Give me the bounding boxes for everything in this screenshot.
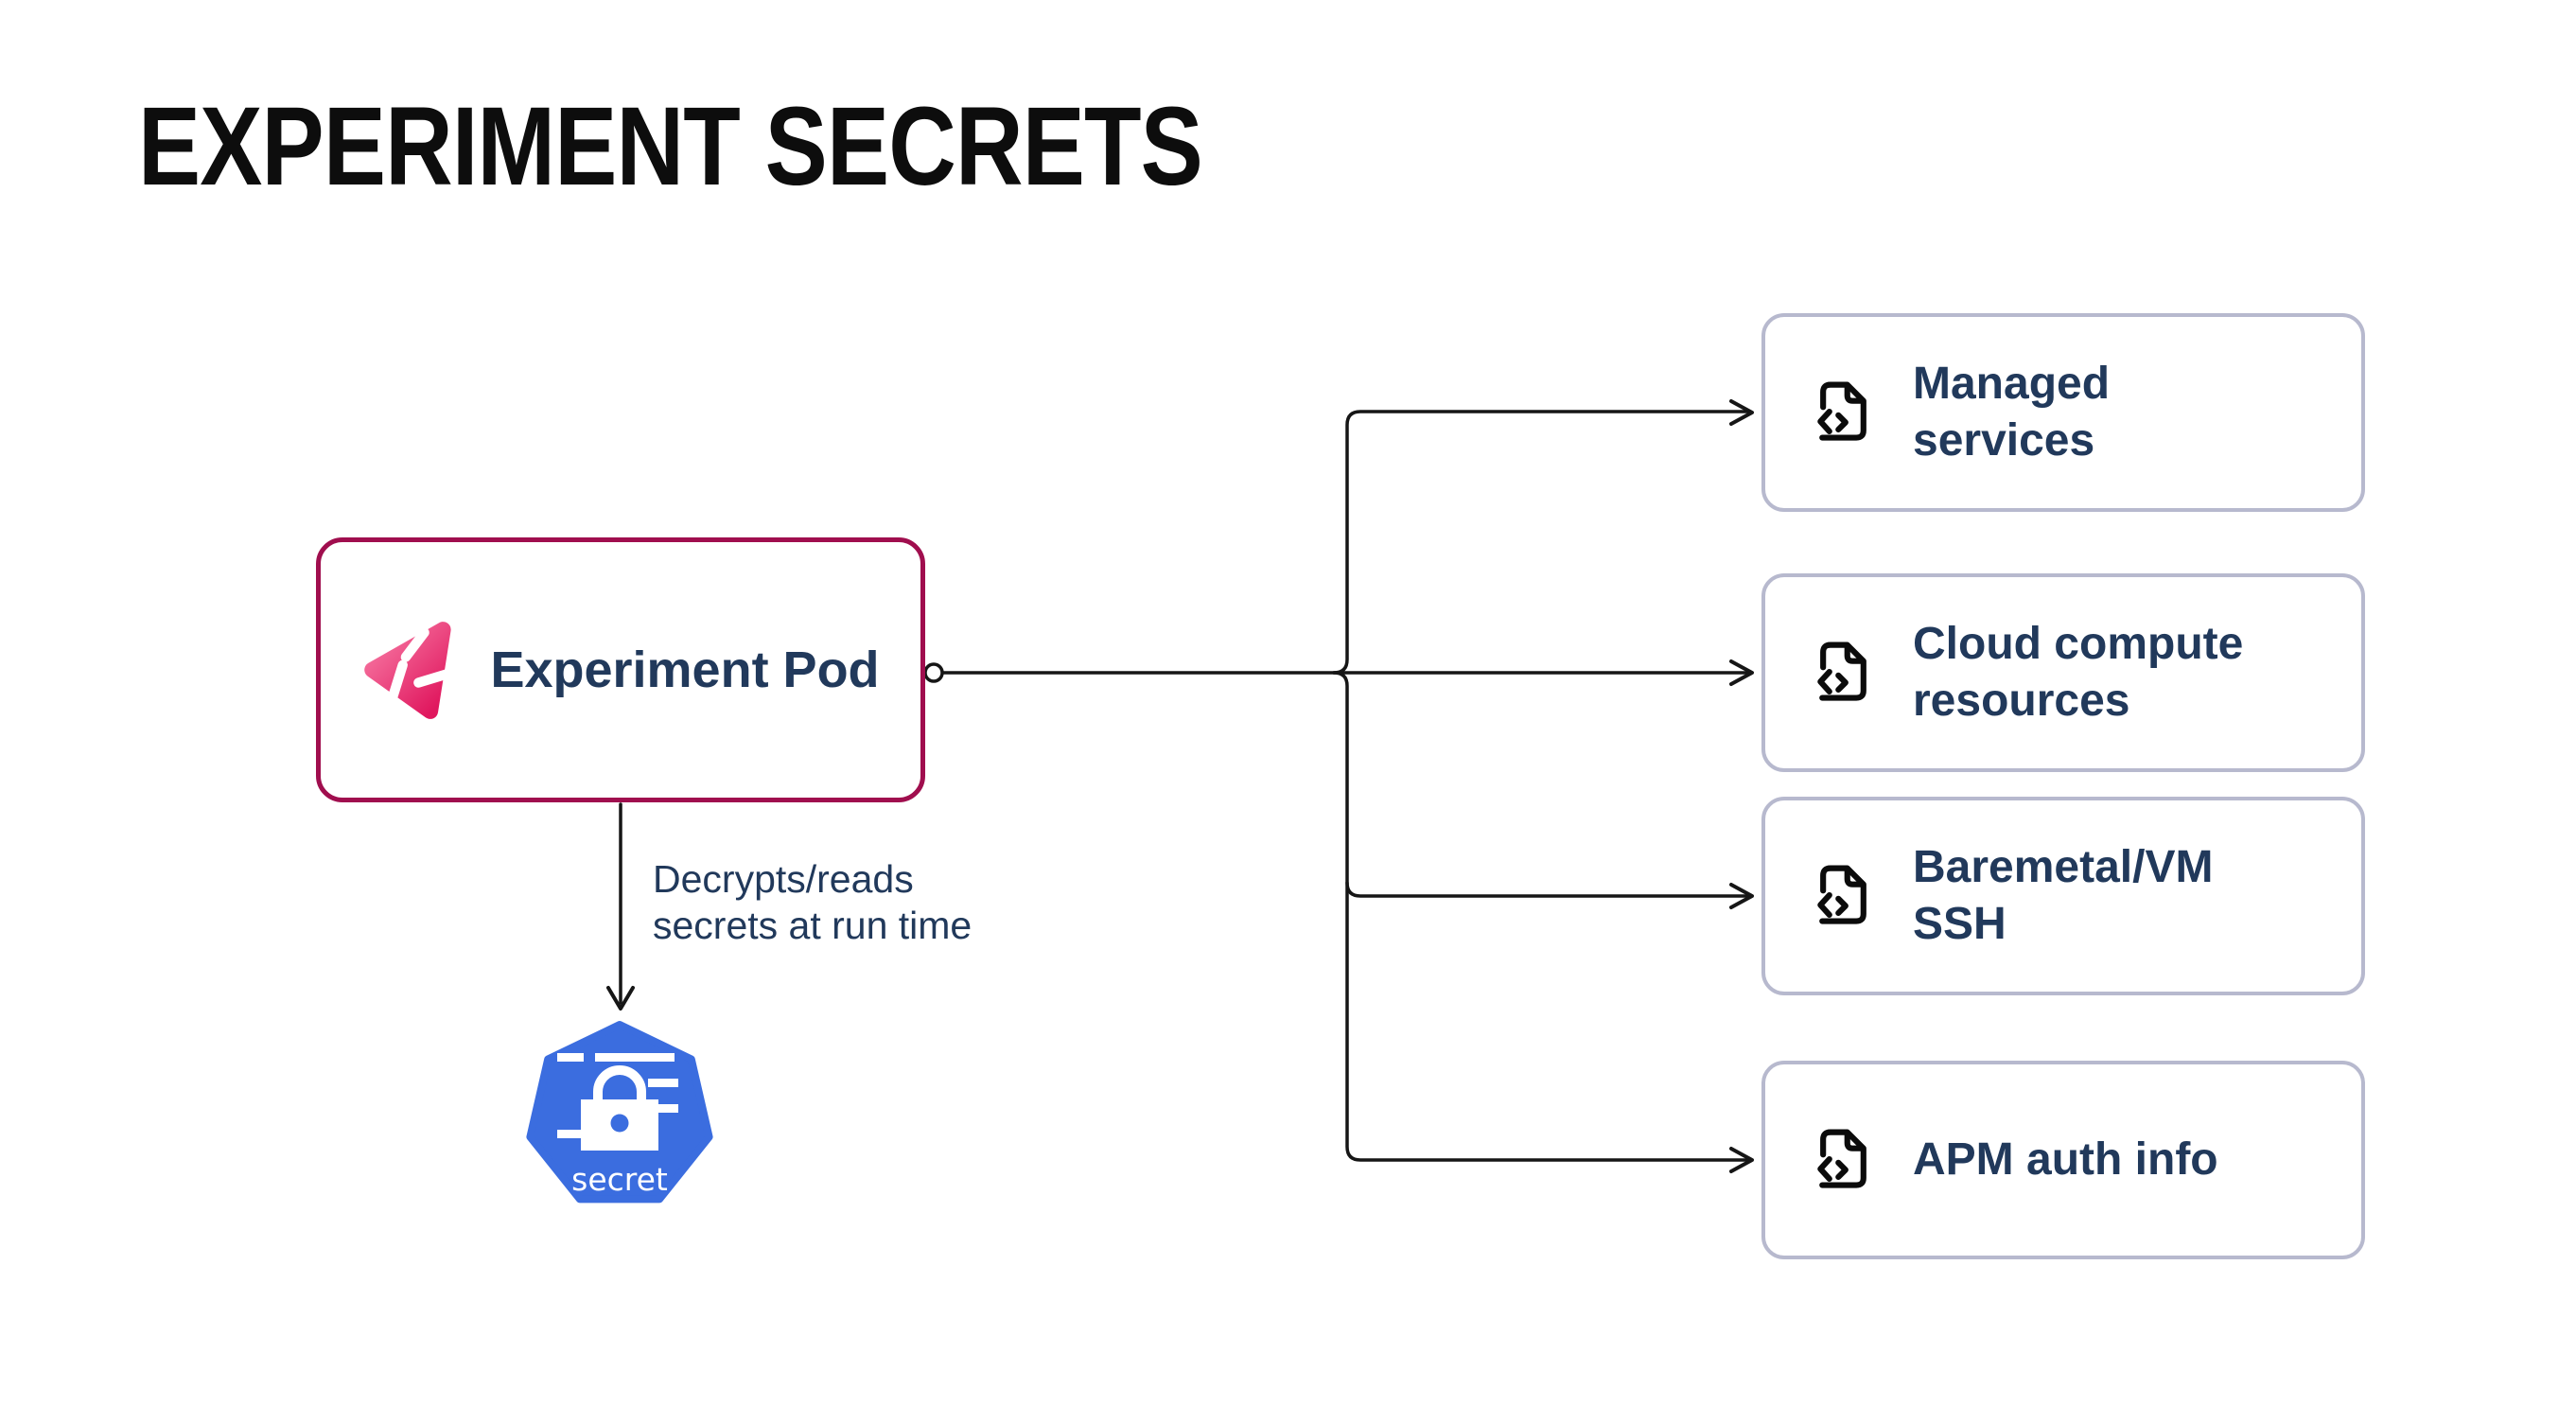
target-label: Cloud compute resources [1913, 619, 2244, 726]
file-code-icon [1817, 641, 1866, 701]
secret-label: secret [571, 1161, 668, 1198]
target-label: APM auth info [1913, 1134, 2218, 1185]
arrow-branch-baremetal [1345, 881, 1750, 898]
file-code-icon [1817, 1129, 1866, 1188]
file-code-icon [1817, 381, 1866, 441]
arrowhead-managed-services [1729, 399, 1754, 426]
target-apm-auth-info: APM auth info [1761, 1061, 2365, 1259]
arrowhead-apm [1729, 1147, 1754, 1173]
arrowhead-baremetal [1729, 883, 1754, 909]
kubernetes-secret-icon: secret [526, 1021, 713, 1204]
page-title: EXPERIMENT SECRETS [138, 84, 1203, 209]
target-label: Managed services [1913, 359, 2111, 466]
target-cloud-compute: Cloud compute resources [1761, 573, 2365, 772]
litmus-experiment-icon [364, 622, 457, 719]
experiment-pod-node: Experiment Pod [316, 537, 925, 802]
target-label: Baremetal/VM SSH [1913, 842, 2214, 949]
file-code-icon [1817, 865, 1866, 924]
arrowhead-secret [606, 986, 635, 1011]
arrow-branch-up-managed-services [1332, 410, 1750, 675]
target-managed-services: Managed services [1761, 313, 2365, 512]
connector-dot [923, 662, 944, 683]
arrow-branch-down-apm [1332, 671, 1750, 1162]
lock-icon [557, 1053, 678, 1151]
target-baremetal-vm-ssh: Baremetal/VM SSH [1761, 797, 2365, 995]
arrowhead-cloud-compute [1729, 659, 1754, 686]
annotation-decrypts-secrets: Decrypts/reads secrets at run time [653, 857, 973, 947]
experiment-pod-label: Experiment Pod [490, 641, 880, 698]
